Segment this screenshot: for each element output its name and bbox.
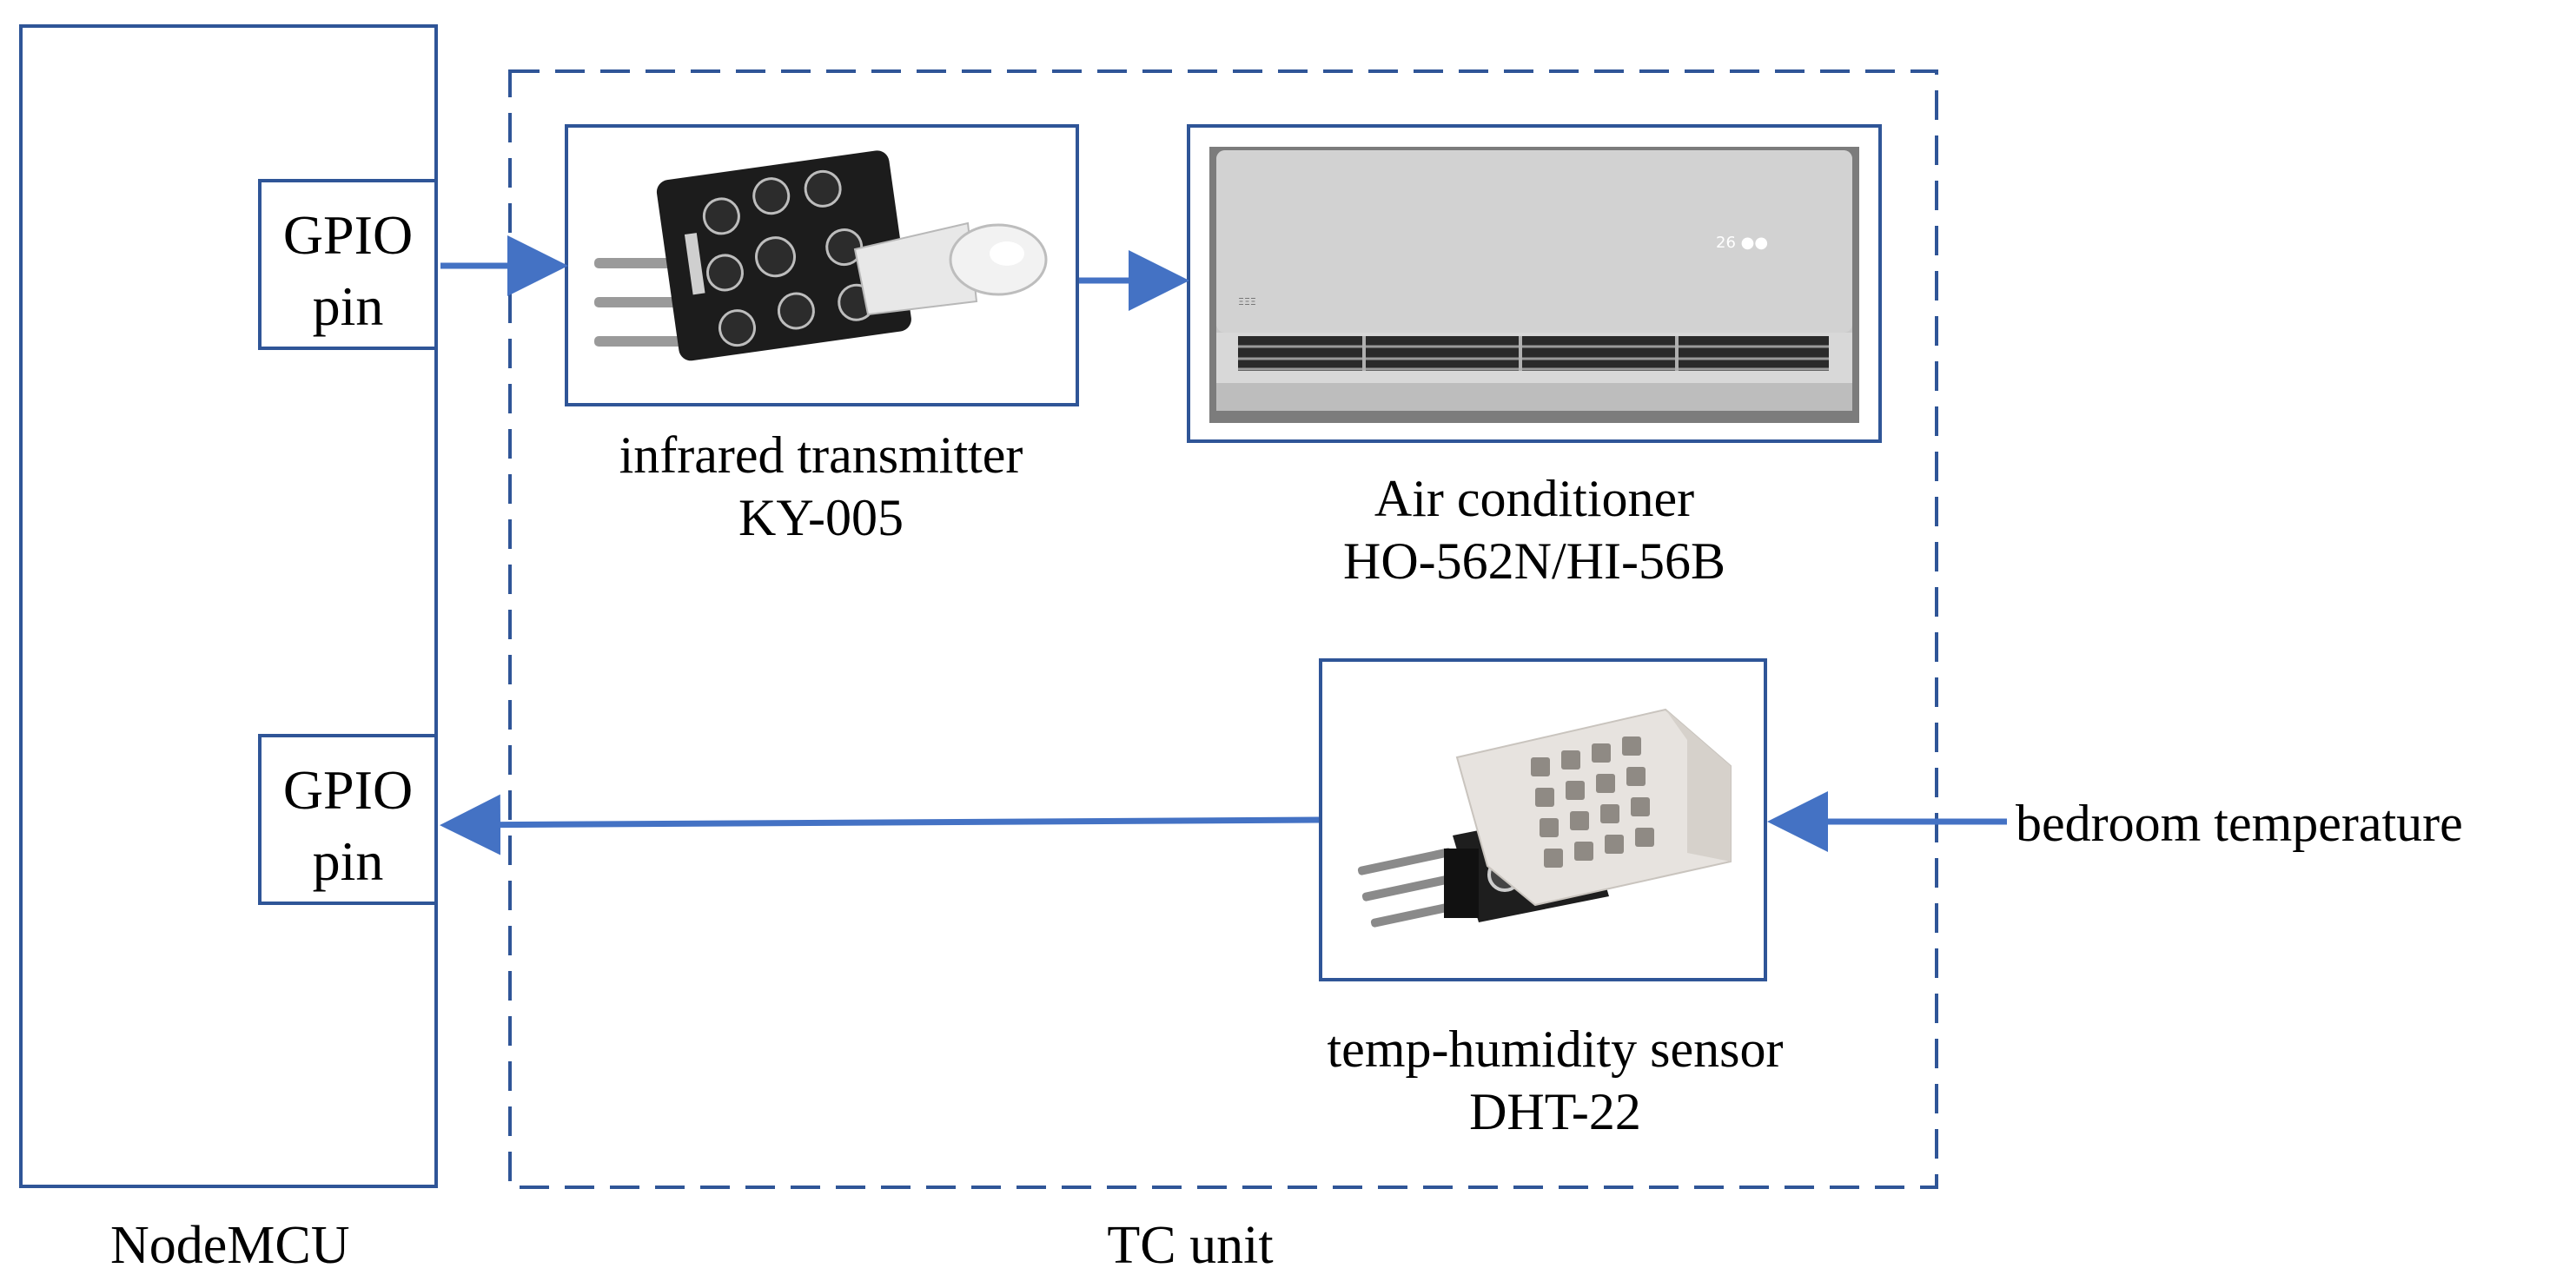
nodemcu-label: NodeMCU <box>110 1216 350 1275</box>
tc-unit-label: TC unit <box>1107 1216 1274 1275</box>
ir-transmitter-name: infrared transmitter <box>619 426 1023 484</box>
ir-transmitter-image <box>594 150 1048 361</box>
gpio-pin-input-line2: pin <box>312 830 384 892</box>
air-conditioner-model: HO-562N/HI-56B <box>1343 532 1725 590</box>
sensor-box <box>1319 658 1767 981</box>
ir-transmitter-box <box>565 124 1079 406</box>
gpio-pin-input-label: GPIO pin <box>262 755 434 897</box>
svg-text:ΞΞΞ: ΞΞΞ <box>1238 296 1256 307</box>
ir-transmitter-label: infrared transmitter KY-005 <box>504 424 1138 549</box>
svg-text:26 ●●: 26 ●● <box>1716 234 1768 252</box>
bedroom-temperature-label: bedroom temperature <box>2016 795 2463 852</box>
gpio-pin-output-label: GPIO pin <box>262 200 434 342</box>
air-conditioner-image: 26 ●● ΞΞΞ <box>1209 147 1859 423</box>
gpio-pin-input-box: GPIO pin <box>258 734 438 905</box>
gpio-pin-output-line1: GPIO <box>282 204 414 266</box>
sensor-image <box>1357 708 1732 928</box>
arrow-sensor-to-gpio <box>440 794 1320 855</box>
ir-transmitter-model: KY-005 <box>738 489 904 546</box>
gpio-pin-output-line2: pin <box>312 275 384 337</box>
gpio-pin-input-line1: GPIO <box>282 759 414 821</box>
sensor-model: DHT-22 <box>1469 1083 1641 1140</box>
air-conditioner-label: Air conditioner HO-562N/HI-56B <box>1187 467 1882 592</box>
sensor-name: temp-humidity sensor <box>1327 1020 1784 1078</box>
gpio-pin-output-box: GPIO pin <box>258 179 438 350</box>
air-conditioner-name: Air conditioner <box>1374 470 1695 527</box>
air-conditioner-box: 26 ●● ΞΞΞ <box>1187 124 1882 443</box>
sensor-label: temp-humidity sensor DHT-22 <box>1251 1018 1859 1143</box>
